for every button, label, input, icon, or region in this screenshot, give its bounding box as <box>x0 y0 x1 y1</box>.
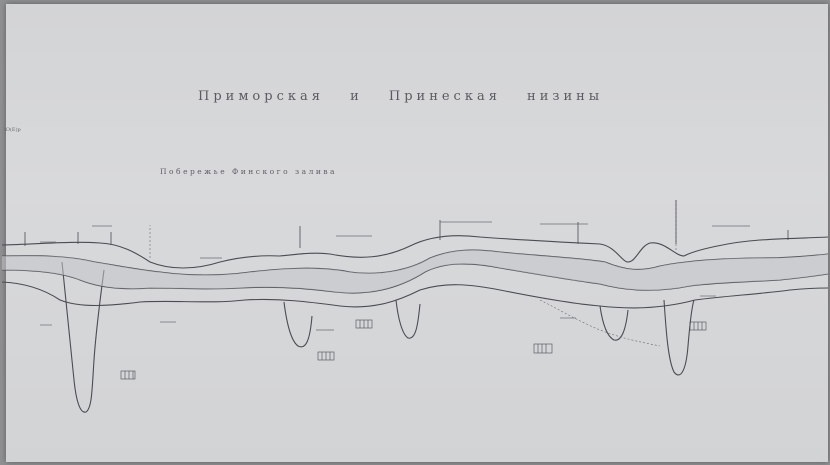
borehole-pocket-4 <box>599 305 629 341</box>
map-sheet <box>6 4 828 462</box>
scale-margin-label: Ю(Е)р <box>4 127 21 133</box>
stratum-fill <box>2 250 828 294</box>
borehole-pocket-5 <box>663 299 695 376</box>
profile-subtitle: Побережье Финского залива <box>160 167 338 176</box>
borehole-pocket-2 <box>283 301 313 348</box>
borehole-marker-icon <box>24 200 789 248</box>
legend-hatch-icon <box>120 319 707 380</box>
surface-line <box>1 235 829 269</box>
borehole-pocket-3 <box>395 299 421 339</box>
stratum-line-3 <box>1 281 829 309</box>
borehole-pocket-1 <box>61 261 105 413</box>
annotation-marks <box>40 221 750 331</box>
profile-title: Приморская и Принеская низины <box>198 89 604 104</box>
